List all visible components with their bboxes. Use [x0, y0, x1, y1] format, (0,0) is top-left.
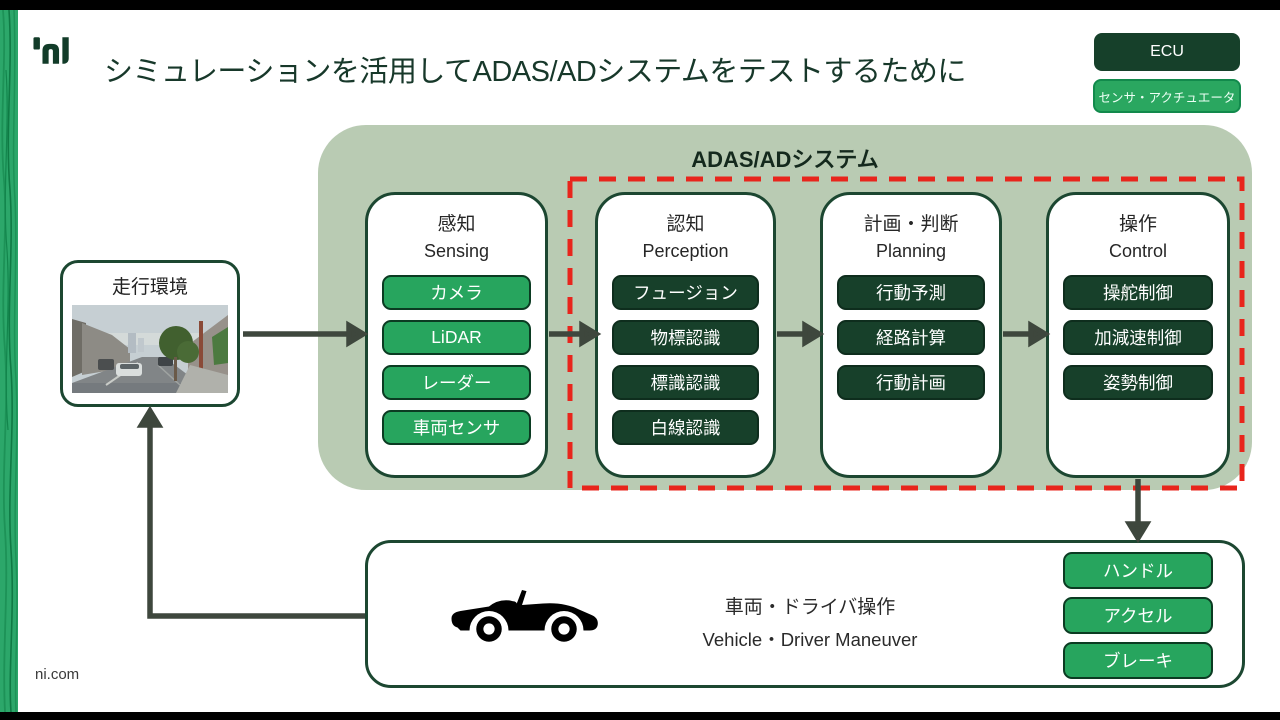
- ni-logo-icon: [33, 37, 69, 64]
- column-sensing-title-en: Sensing: [423, 241, 490, 261]
- node-attitude-control: 姿勢制御: [1063, 365, 1213, 400]
- vehicle-title: 車両・ドライバ操作 Vehicle・Driver Maneuver: [660, 592, 960, 652]
- column-control-title-en: Control: [1108, 241, 1168, 261]
- node-vehicle-sensor: 車両センサ: [382, 410, 531, 445]
- legend-sensor-actuator: センサ・アクチュエータ: [1093, 79, 1241, 113]
- column-sensing-title-jp: 感知: [437, 214, 476, 235]
- column-planning-title-en: Planning: [875, 241, 947, 261]
- wave-texture-icon: [0, 9, 18, 713]
- node-object-recognition: 物標認識: [612, 320, 759, 355]
- environment-box: 走行環境: [60, 260, 240, 407]
- node-fusion: フュージョン: [612, 275, 759, 310]
- node-accel-decel-control: 加減速制御: [1063, 320, 1213, 355]
- page-title: シミュレーションを活用してADAS/ADシステムをテストするために: [104, 56, 966, 88]
- column-control-title-jp: 操作: [1118, 214, 1157, 235]
- car-icon: [451, 590, 598, 642]
- node-steering-wheel: ハンドル: [1063, 552, 1213, 589]
- ni-logo: [33, 36, 69, 65]
- column-perception-title-en: Perception: [642, 241, 729, 261]
- column-perception-title-jp: 認知: [666, 214, 705, 235]
- node-behavior-prediction: 行動予測: [837, 275, 985, 310]
- node-steering-control: 操舵制御: [1063, 275, 1213, 310]
- vehicle-title-jp: 車両・ドライバ操作: [724, 597, 896, 618]
- column-planning: 計画・判断 Planning 行動予測 経路計算 行動計画: [820, 192, 1002, 478]
- legend-ecu: ECU: [1094, 33, 1240, 71]
- vehicle-title-en: Vehicle・Driver Maneuver: [702, 629, 918, 650]
- street-photo: [72, 305, 228, 393]
- footer-url: ni.com: [35, 666, 80, 683]
- node-radar: レーダー: [382, 365, 531, 400]
- column-planning-header: 計画・判断 Planning: [823, 209, 999, 267]
- column-perception-header: 認知 Perception: [598, 209, 773, 267]
- environment-label: 走行環境: [111, 277, 188, 298]
- letterbox-bottom: [0, 712, 1280, 720]
- column-perception: 認知 Perception フュージョン 物標認識 標識認識 白線認識: [595, 192, 776, 478]
- node-lidar: LiDAR: [382, 320, 531, 355]
- column-control-header: 操作 Control: [1049, 209, 1227, 267]
- node-brake: ブレーキ: [1063, 642, 1213, 679]
- column-sensing: 感知 Sensing カメラ LiDAR レーダー 車両センサ: [365, 192, 548, 478]
- column-planning-title-jp: 計画・判断: [863, 214, 959, 235]
- letterbox-top: [0, 0, 1280, 10]
- left-texture-strip: [0, 9, 18, 713]
- node-accelerator: アクセル: [1063, 597, 1213, 634]
- column-control: 操作 Control 操舵制御 加減速制御 姿勢制御: [1046, 192, 1230, 478]
- node-action-planning: 行動計画: [837, 365, 985, 400]
- node-route-calculation: 経路計算: [837, 320, 985, 355]
- node-camera: カメラ: [382, 275, 531, 310]
- adas-system-title: ADAS/ADシステム: [691, 147, 879, 172]
- column-sensing-header: 感知 Sensing: [368, 209, 545, 267]
- node-sign-recognition: 標識認識: [612, 365, 759, 400]
- node-lane-recognition: 白線認識: [612, 410, 759, 445]
